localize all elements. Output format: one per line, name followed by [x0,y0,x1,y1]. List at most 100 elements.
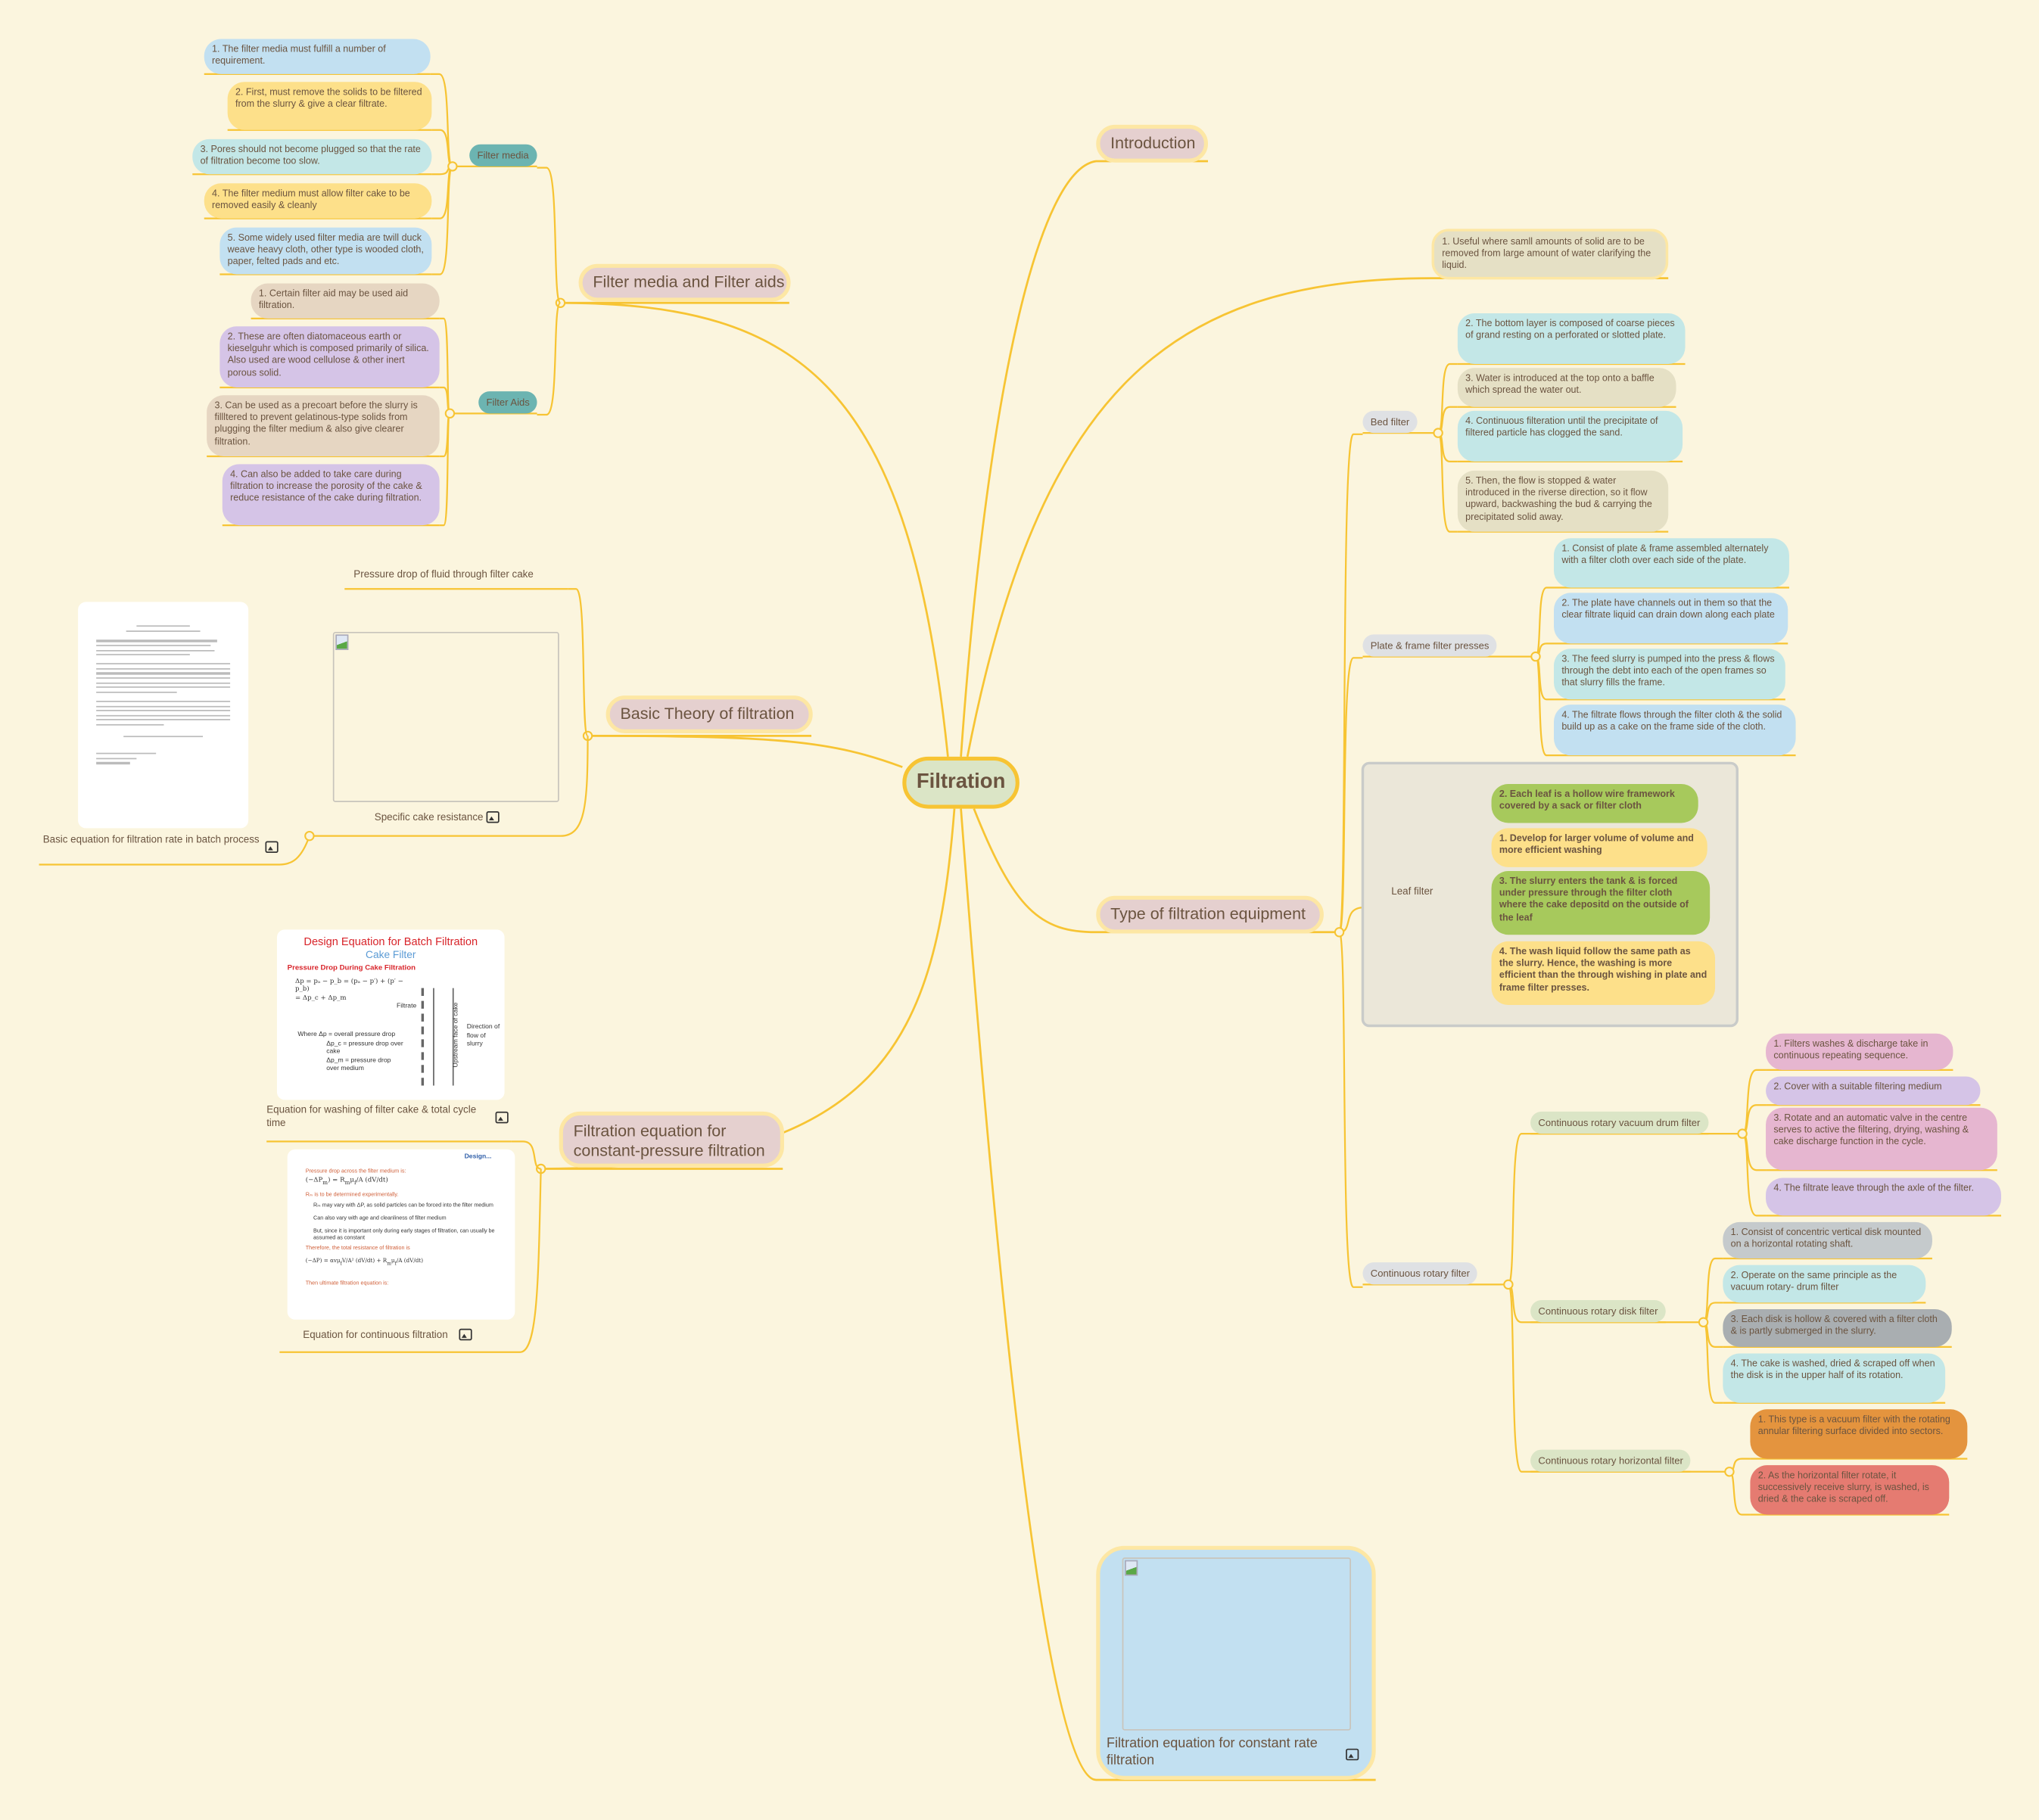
central-topic[interactable]: Filtration [902,756,1020,809]
connector-line [1338,931,1363,1288]
filter-media-item[interactable]: 3. Pores should not become plugged so th… [192,138,432,175]
subtopic-plate-frame[interactable]: Plate & frame filter presses [1362,634,1497,657]
bed-filter-item[interactable]: 5. Then, the flow is stopped & water int… [1457,470,1669,532]
drum-filter-item[interactable]: 4. The filtrate leave through the axle o… [1766,1178,2002,1216]
image-icon[interactable] [458,1329,472,1342]
subtopic-filter-aids[interactable]: Filter Aids [478,391,538,414]
image-icon[interactable] [1346,1748,1359,1761]
document-thumbnail[interactable] [78,602,249,829]
horizontal-filter-item[interactable]: 2. As the horizontal filter rotate, it s… [1750,1465,1950,1515]
washing-equation-label[interactable]: Equation for washing of filter cake & to… [266,1104,511,1142]
connector-line [312,736,589,837]
slide-text: Pressure drop across the filter medium i… [305,1167,406,1174]
slide-text: Where Δp = overall pressure drop [297,1031,396,1039]
disk-filter-item[interactable]: 2. Operate on the same principle as the … [1723,1265,1926,1303]
branch-node[interactable] [1724,1467,1735,1477]
branch-node[interactable] [1433,428,1443,438]
slide-bullet: Rₘ may vary with ΔP, as solid particles … [313,1202,493,1209]
bed-filter-item[interactable]: 4. Continuous filteration until the prec… [1457,410,1683,462]
specific-cake-resistance-label[interactable]: Specific cake resistance [312,811,562,836]
image-icon[interactable] [265,841,279,854]
filter-aid-item[interactable]: 1. Certain filter aid may be used aid fi… [251,283,440,319]
filter-aid-item[interactable]: 4. Can also be added to take care during… [222,464,440,526]
slide-direction-label: Direction of flow of slurry [466,1023,500,1048]
washing-text: Equation for washing of filter cake & to… [266,1103,477,1129]
slide-text: Rₘ is to be determined experimentally. [305,1190,399,1197]
topic-introduction[interactable]: Introduction [1096,124,1209,163]
batch-filtration-slide[interactable]: Design Equation for Batch Filtration Cak… [276,929,505,1100]
subtopic-continuous-rotary[interactable]: Continuous rotary filter [1362,1262,1478,1285]
filter-media-item[interactable]: 4. The filter medium must allow filter c… [204,183,432,219]
connector-line [568,588,589,737]
drum-filter-item[interactable]: 2. Cover with a suitable filtering mediu… [1766,1076,1981,1106]
slide-text: Δp_m = pressure drop over medium [326,1056,391,1073]
slide-text: Then ultimate filtration equation is: [305,1279,389,1286]
disk-filter-item[interactable]: 3. Each disk is hollow & covered with a … [1723,1309,1952,1347]
connector-line [511,1140,542,1170]
basic-equation-label[interactable]: Basic equation for filtration rate in ba… [39,833,282,864]
leaf-filter-item[interactable]: 2. Each leaf is a hollow wire framework … [1491,783,1698,823]
branch-node[interactable] [304,830,315,842]
connector-line [537,302,562,416]
continuous-filtration-slide[interactable]: Design... Pressure drop across the filte… [287,1149,515,1320]
subtopic-disk-filter[interactable]: Continuous rotary disk filter [1530,1300,1666,1323]
connector-line [1702,1321,1723,1404]
connector-line [439,412,451,527]
branch-node[interactable] [1503,1279,1514,1290]
leaf-filter-item[interactable]: 3. The slurry enters the tank & is force… [1491,871,1711,935]
connector-line [1437,431,1458,533]
filter-media-item[interactable]: 5. Some widely used filter media are twi… [219,227,432,275]
bed-filter-item[interactable]: 3. Water is introduced at the top onto a… [1457,368,1676,407]
branch-node[interactable] [444,408,456,419]
slide-filtrate-label: Filtrate [396,1002,417,1010]
subtopic-leaf-filter[interactable]: Leaf filter [1391,885,1434,898]
leaf-filter-item[interactable]: 4. The wash liquid follow the same path … [1491,941,1716,1006]
subtopic-vacuum-drum[interactable]: Continuous rotary vacuum drum filter [1530,1111,1708,1134]
disk-filter-item[interactable]: 1. Consist of concentric vertical disk m… [1723,1221,1932,1259]
topic-basic-theory[interactable]: Basic Theory of filtration [605,695,813,733]
continuous-equation-label[interactable]: Equation for continuous filtration [279,1329,526,1352]
leaf-filter-item[interactable]: 1. Develop for larger volume of volume a… [1491,828,1707,867]
slide-text: Therefore, the total resistance of filtr… [305,1243,410,1251]
plate-frame-item[interactable]: 1. Consist of plate & frame assembled al… [1554,538,1789,588]
filter-aid-item[interactable]: 3. Can be used as a precoart before the … [207,395,440,457]
drum-filter-item[interactable]: 3. Rotate and an automatic valve in the … [1766,1107,1997,1171]
subtopic-bed-filter[interactable]: Bed filter [1362,410,1418,434]
slide-formula: (−ΔP) = αvμfV/A² (dV/dt) + Rmμf/A (dV/dt… [305,1257,424,1267]
connector-line [1742,1069,1767,1135]
branch-node[interactable] [1530,651,1541,662]
broken-image-icon [1125,1560,1138,1576]
drum-filter-item[interactable]: 1. Filters washes & discharge take in co… [1766,1033,1953,1070]
pressure-drop-label[interactable]: Pressure drop of fluid through filter ca… [353,568,534,580]
plate-frame-item[interactable]: 4. The filtrate flows through the filter… [1554,705,1796,756]
subtopic-horizontal-filter[interactable]: Continuous rotary horizontal filter [1530,1449,1692,1472]
slide-upstream-label: Upstream face of cake [452,1002,461,1068]
disk-filter-item[interactable]: 4. The cake is washed, dried & scraped o… [1723,1353,1946,1403]
topic-filter-media-and-aids[interactable]: Filter media and Filter aids [578,263,791,302]
topic-constant-pressure[interactable]: Filtration equation for constant-pressur… [559,1111,784,1168]
filter-media-item[interactable]: 2. First, must remove the solids to be f… [227,82,432,130]
connector-line [1507,1132,1531,1286]
branch-node[interactable] [1334,927,1345,938]
image-icon[interactable] [495,1111,509,1124]
horizontal-filter-item[interactable]: 1. This type is a vacuum filter with the… [1750,1409,1968,1459]
filter-media-item[interactable]: 1. The filter media must fulfill a numbe… [204,39,431,74]
connector-line [1437,362,1458,434]
topic-constant-rate[interactable]: Filtration equation for constant rate fi… [1096,1545,1376,1780]
broken-image-placeholder [332,631,559,803]
connector-line [1507,1283,1531,1473]
continuous-text: Equation for continuous filtration [303,1328,448,1341]
branch-node[interactable] [447,161,458,172]
broken-image-icon [335,634,349,650]
connector-line [1534,655,1555,757]
filter-aid-item[interactable]: 2. These are often diatomaceous earth or… [219,326,440,387]
branch-node[interactable] [1737,1128,1748,1139]
topic-filtration-equipment[interactable]: Type of filtration equipment [1096,895,1324,934]
clarifying-note[interactable]: 1. Useful where samll amounts of solid a… [1431,229,1669,280]
subtopic-filter-media[interactable]: Filter media [469,144,537,166]
plate-frame-item[interactable]: 3. The feed slurry is pumped into the pr… [1554,649,1785,700]
plate-frame-item[interactable]: 2. The plate have channels out in them s… [1554,593,1788,644]
image-icon[interactable] [486,811,500,824]
branch-node[interactable] [1698,1317,1709,1327]
bed-filter-item[interactable]: 2. The bottom layer is composed of coars… [1457,313,1686,365]
